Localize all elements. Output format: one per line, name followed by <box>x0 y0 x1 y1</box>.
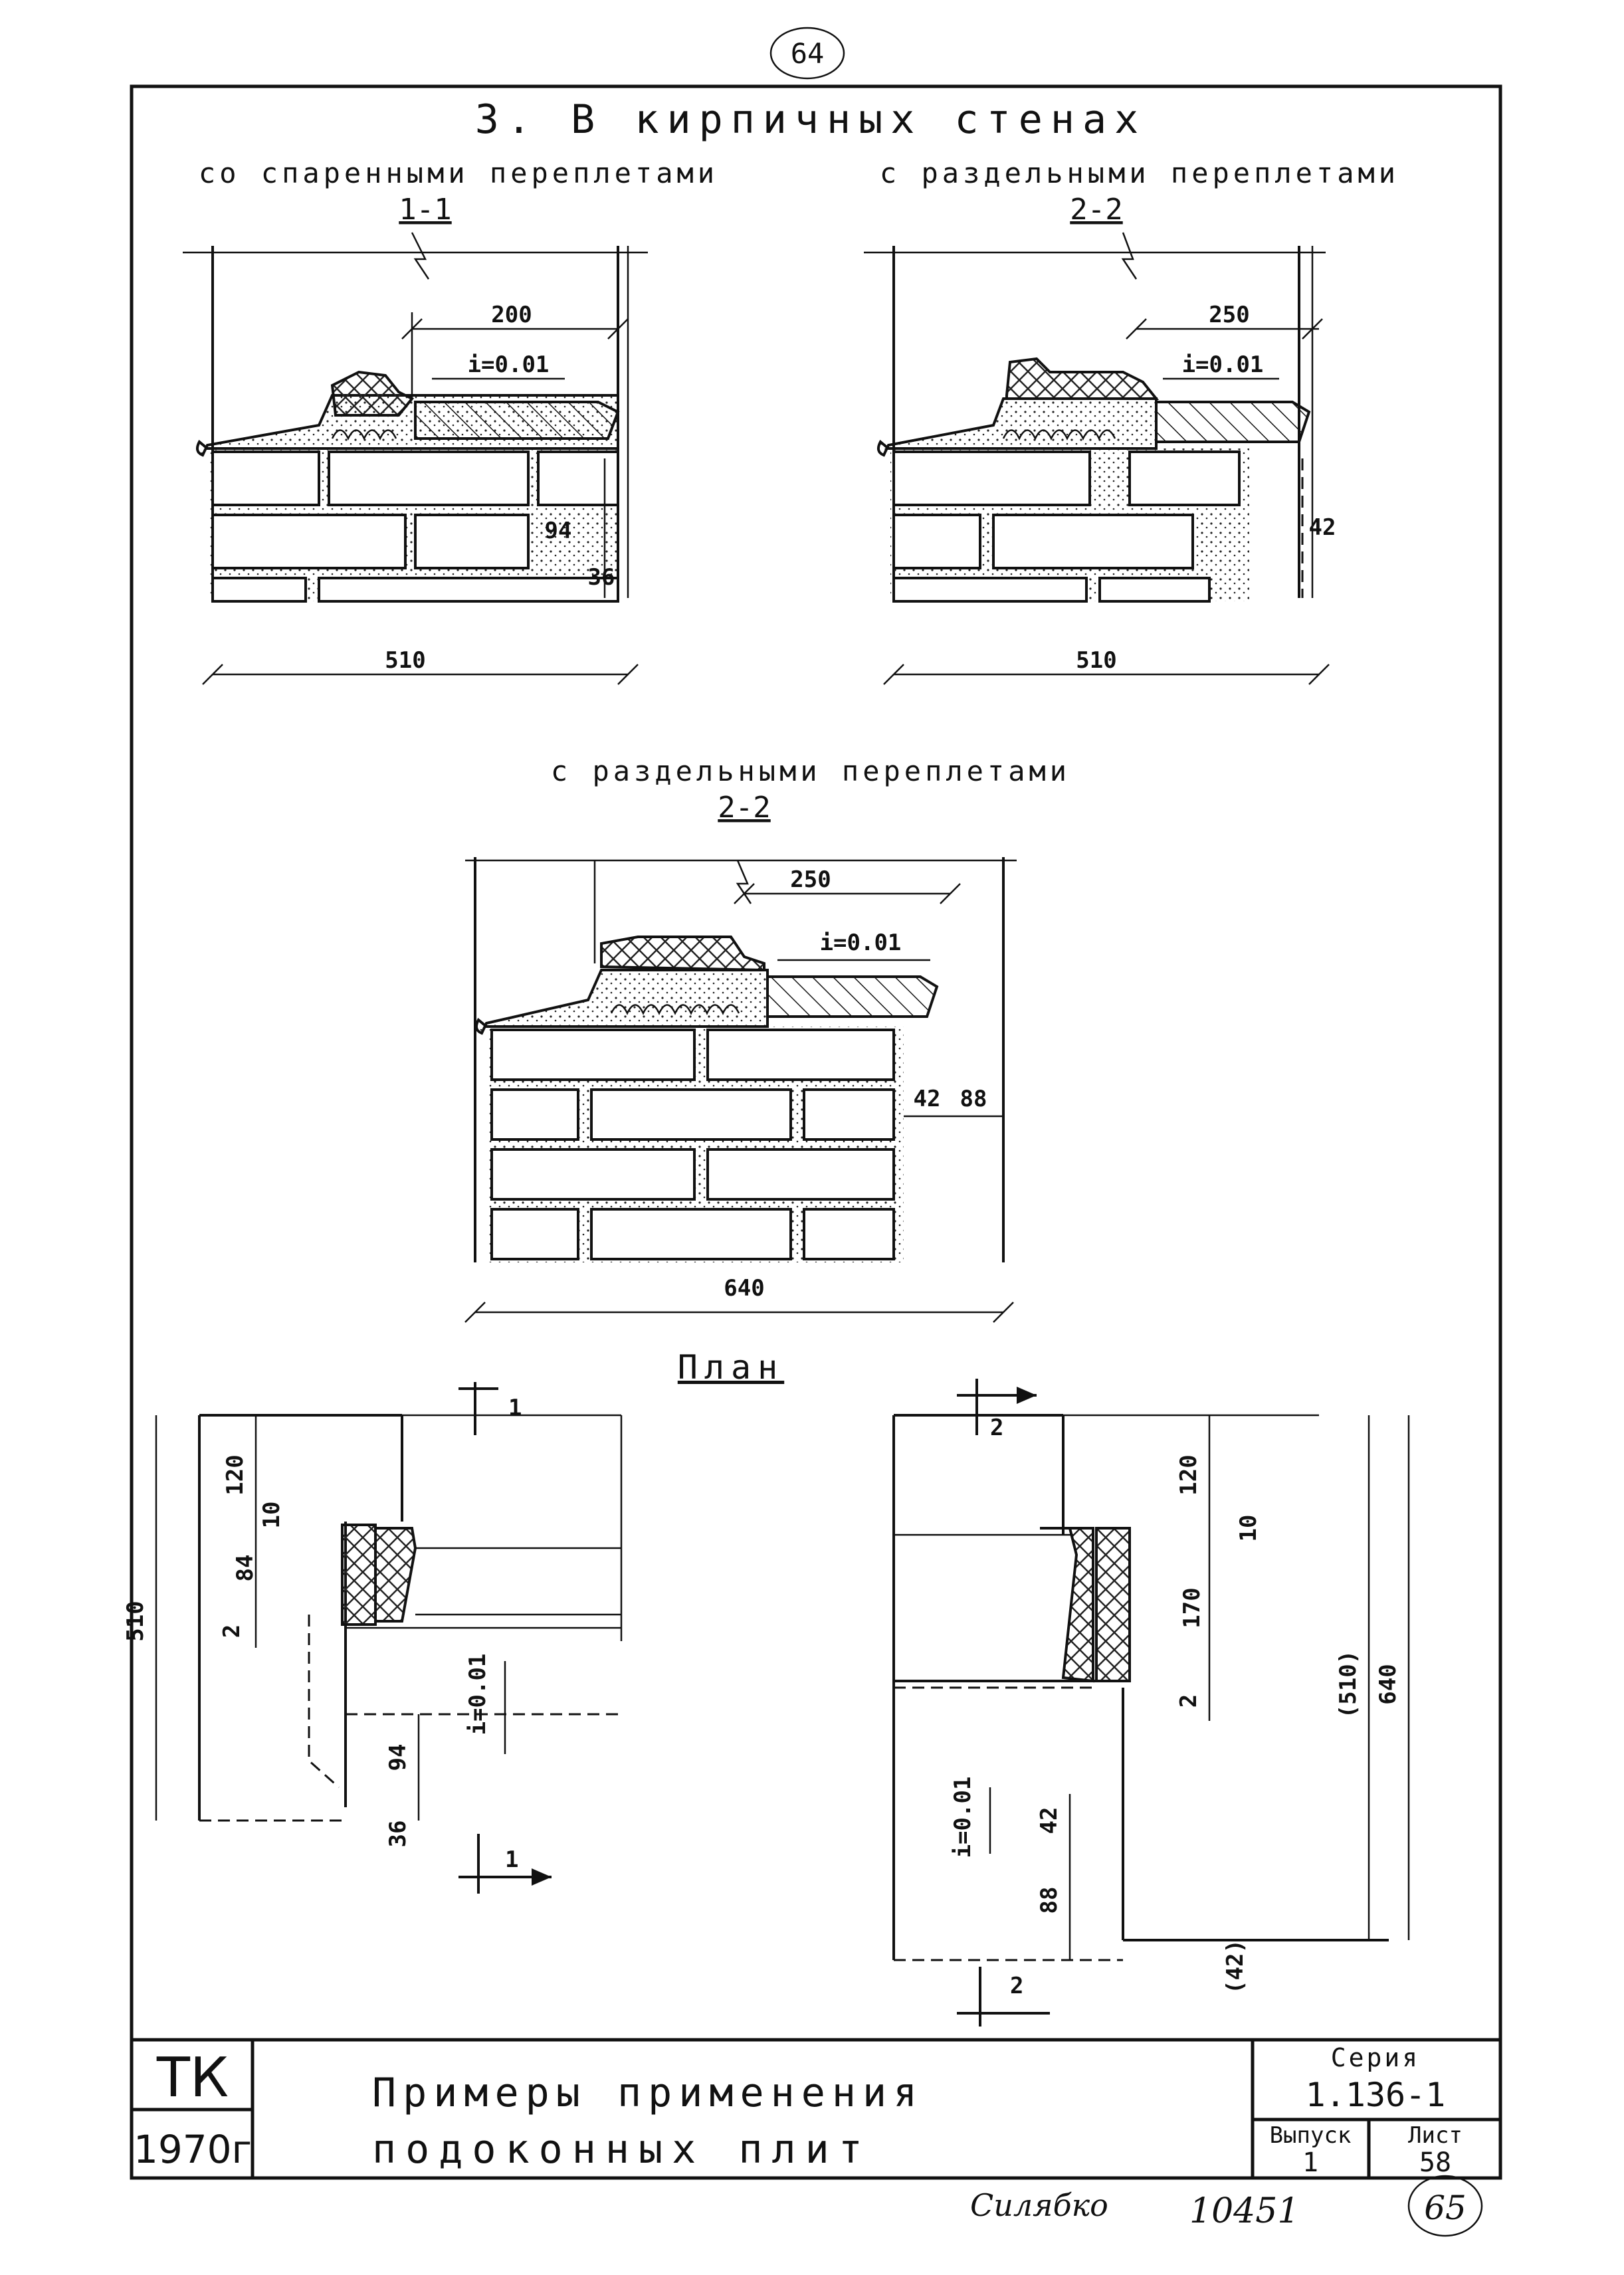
svg-text:10: 10 <box>258 1502 285 1529</box>
svg-text:640: 640 <box>724 1275 764 1302</box>
svg-text:i=0.01: i=0.01 <box>950 1777 976 1858</box>
sheet-label: Лист <box>1408 2122 1463 2149</box>
series-value: 1.136-1 <box>1306 2076 1446 2114</box>
svg-text:2: 2 <box>1175 1694 1202 1708</box>
svg-text:2: 2 <box>219 1625 245 1638</box>
svg-text:120: 120 <box>222 1454 249 1495</box>
svg-text:42: 42 <box>1309 514 1336 541</box>
svg-text:94: 94 <box>385 1744 411 1771</box>
svg-text:(510): (510) <box>1335 1650 1362 1718</box>
svg-text:640: 640 <box>1375 1664 1401 1704</box>
svg-text:94: 94 <box>545 518 572 544</box>
plan-title: План <box>678 1348 784 1387</box>
svg-text:64: 64 <box>791 37 825 70</box>
issue-value: 1 <box>1302 2147 1318 2178</box>
archive-number: 10451 <box>1189 2191 1299 2231</box>
page-number-top: 64 <box>769 27 845 80</box>
svg-text:65: 65 <box>1424 2189 1467 2227</box>
section-2-2-upper: с раздельными переплетами 2-2 250 i=0.01… <box>864 157 1399 685</box>
section-2-caption: с раздельными переплетами <box>880 157 1399 189</box>
svg-text:88: 88 <box>1036 1887 1063 1914</box>
svg-text:250: 250 <box>1209 302 1249 328</box>
svg-text:120: 120 <box>1175 1454 1202 1495</box>
issue-label: Выпуск <box>1270 2122 1352 2149</box>
svg-text:i=0.01: i=0.01 <box>820 930 902 956</box>
title-line-2: подоконных плит <box>372 2126 872 2173</box>
svg-text:170: 170 <box>1179 1587 1205 1628</box>
year: 1970г <box>134 2127 252 2172</box>
svg-text:510: 510 <box>122 1601 149 1641</box>
title-block: ТК 1970г Примеры применения подоконных п… <box>132 2038 1500 2178</box>
svg-text:510: 510 <box>385 647 425 674</box>
section-3-caption: с раздельными переплетами <box>551 755 1070 787</box>
svg-text:250: 250 <box>790 866 831 893</box>
series-label: Серия <box>1331 2043 1420 2072</box>
svg-text:42: 42 <box>1036 1807 1063 1834</box>
svg-text:200: 200 <box>491 302 532 328</box>
svg-text:2: 2 <box>990 1415 1003 1441</box>
svg-text:510: 510 <box>1076 647 1116 674</box>
title-line-1: Примеры применения <box>372 2070 924 2116</box>
section-1-mark: 1-1 <box>399 193 451 227</box>
section-3-mark: 2-2 <box>718 791 770 825</box>
svg-text:(42): (42) <box>1222 1939 1249 1994</box>
section-1-1: со спаренными переплетами 1-1 200 i=0.0 <box>183 157 718 685</box>
sheet-frame <box>130 84 1502 2180</box>
section-1-caption: со спаренными переплетами <box>199 157 718 189</box>
section-2-2-middle: с раздельными переплетами 2-2 250 i=0.01… <box>464 755 1070 1323</box>
signature: Силябко <box>970 2187 1108 2223</box>
org-code: ТК <box>156 2046 229 2110</box>
svg-text:i=0.01: i=0.01 <box>464 1654 491 1735</box>
svg-text:84: 84 <box>232 1555 258 1582</box>
svg-text:2: 2 <box>1010 1973 1023 1999</box>
svg-text:1: 1 <box>508 1395 522 1421</box>
plan-left: 1 1 510 120 10 84 2 94 36 i=0.01 <box>122 1382 623 1894</box>
svg-text:i=0.01: i=0.01 <box>1182 351 1264 378</box>
page-number-bottom: 65 <box>1407 2175 1483 2237</box>
section-title: 3. В кирпичных стенах <box>475 96 1147 143</box>
plan-right: 2 2 120 10 170 2 (510) 640 i=0.01 42 88 … <box>892 1379 1410 2027</box>
svg-text:i=0.01: i=0.01 <box>468 351 550 378</box>
svg-text:1: 1 <box>505 1846 518 1873</box>
svg-text:36: 36 <box>588 564 615 591</box>
section-2-mark: 2-2 <box>1070 193 1122 227</box>
svg-text:36: 36 <box>385 1821 411 1848</box>
svg-text:42: 42 <box>914 1086 941 1112</box>
svg-text:88: 88 <box>960 1086 987 1112</box>
svg-text:10: 10 <box>1235 1515 1262 1542</box>
sheet-value: 58 <box>1419 2147 1451 2178</box>
